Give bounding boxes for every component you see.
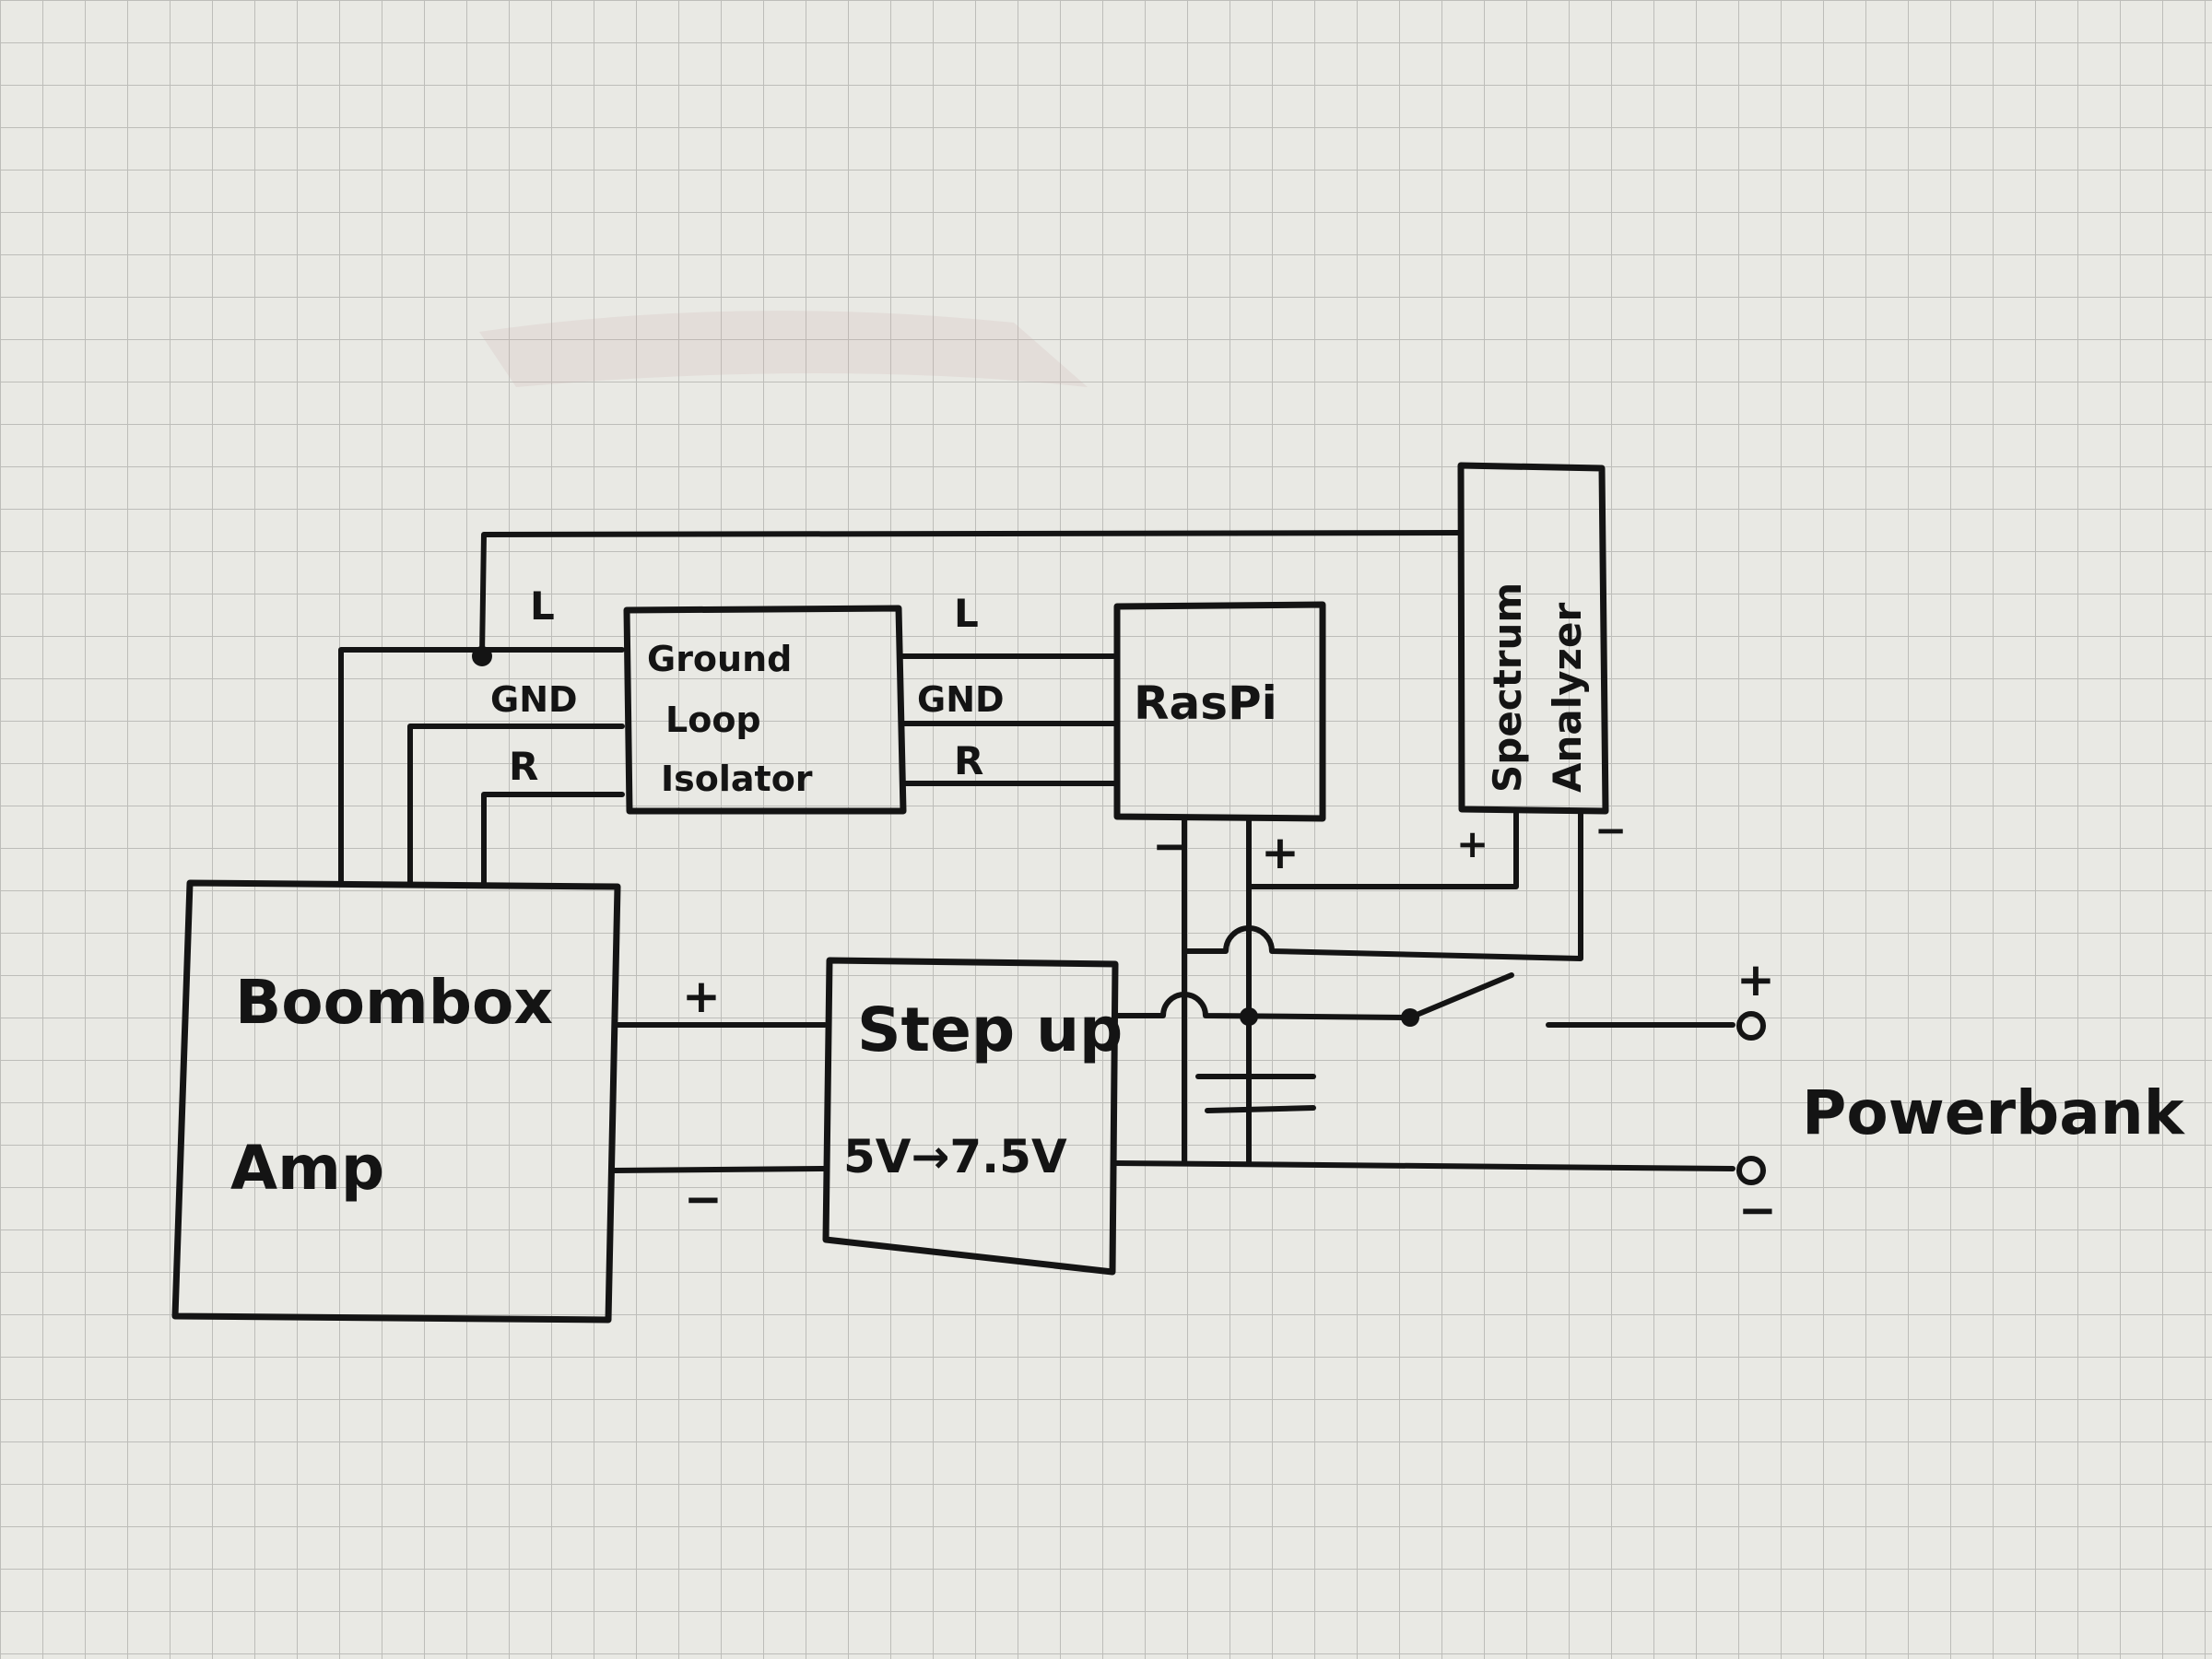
power-wiring: + − − + + − + − Powerbank bbox=[610, 807, 2186, 1237]
raspi-plus-label: + bbox=[1261, 826, 1300, 879]
step-up-converter-block: Step up 5V→7.5V bbox=[822, 957, 1123, 1276]
boombox-label-line1: Boombox bbox=[235, 967, 553, 1038]
boombox-amp-block: Boombox Amp bbox=[171, 879, 621, 1324]
label-left-output: L bbox=[954, 591, 979, 636]
raspi-label: RasPi bbox=[1134, 677, 1277, 730]
boombox-label-line2: Amp bbox=[230, 1133, 384, 1204]
analyzer-label-line2: Analyzer bbox=[1545, 603, 1590, 793]
powerbank-minus-label: − bbox=[1738, 1183, 1777, 1237]
isolator-label-line2: Loop bbox=[665, 700, 761, 740]
amp-minus-label: − bbox=[684, 1172, 723, 1226]
label-gnd-output: GND bbox=[917, 679, 1005, 720]
isolator-label-line3: Isolator bbox=[661, 759, 813, 799]
isolator-label-line1: Ground bbox=[647, 639, 792, 679]
raspi-block: RasPi bbox=[1113, 601, 1326, 822]
stepup-label-line2: 5V→7.5V bbox=[843, 1130, 1067, 1183]
label-left-input: L bbox=[530, 583, 555, 629]
label-right-input: R bbox=[509, 744, 538, 789]
stepup-label-line1: Step up bbox=[857, 994, 1123, 1065]
amp-plus-label: + bbox=[682, 970, 721, 1023]
analyzer-minus-label: − bbox=[1594, 807, 1627, 853]
ground-loop-isolator-block: Ground Loop Isolator bbox=[623, 605, 907, 815]
capacitor-plate-bottom bbox=[1205, 1105, 1316, 1113]
analyzer-plus-label: + bbox=[1456, 821, 1488, 866]
audio-wiring: L GND R L GND R bbox=[338, 530, 1464, 886]
power-switch bbox=[1407, 972, 1514, 1020]
raspi-minus-label: − bbox=[1152, 819, 1191, 873]
powerbank-minus-terminal bbox=[1736, 1156, 1766, 1185]
powerbank-plus-label: + bbox=[1736, 953, 1775, 1006]
label-gnd-input: GND bbox=[490, 679, 578, 720]
paper-stain bbox=[479, 311, 1088, 387]
junction-dot bbox=[472, 646, 492, 666]
powerbank-label: Powerbank bbox=[1802, 1077, 2186, 1148]
powerbank-plus-terminal bbox=[1736, 1011, 1766, 1041]
label-right-output: R bbox=[954, 738, 983, 783]
spectrum-analyzer-block: Spectrum Analyzer bbox=[1457, 462, 1609, 815]
analyzer-label-line1: Spectrum bbox=[1485, 582, 1530, 793]
